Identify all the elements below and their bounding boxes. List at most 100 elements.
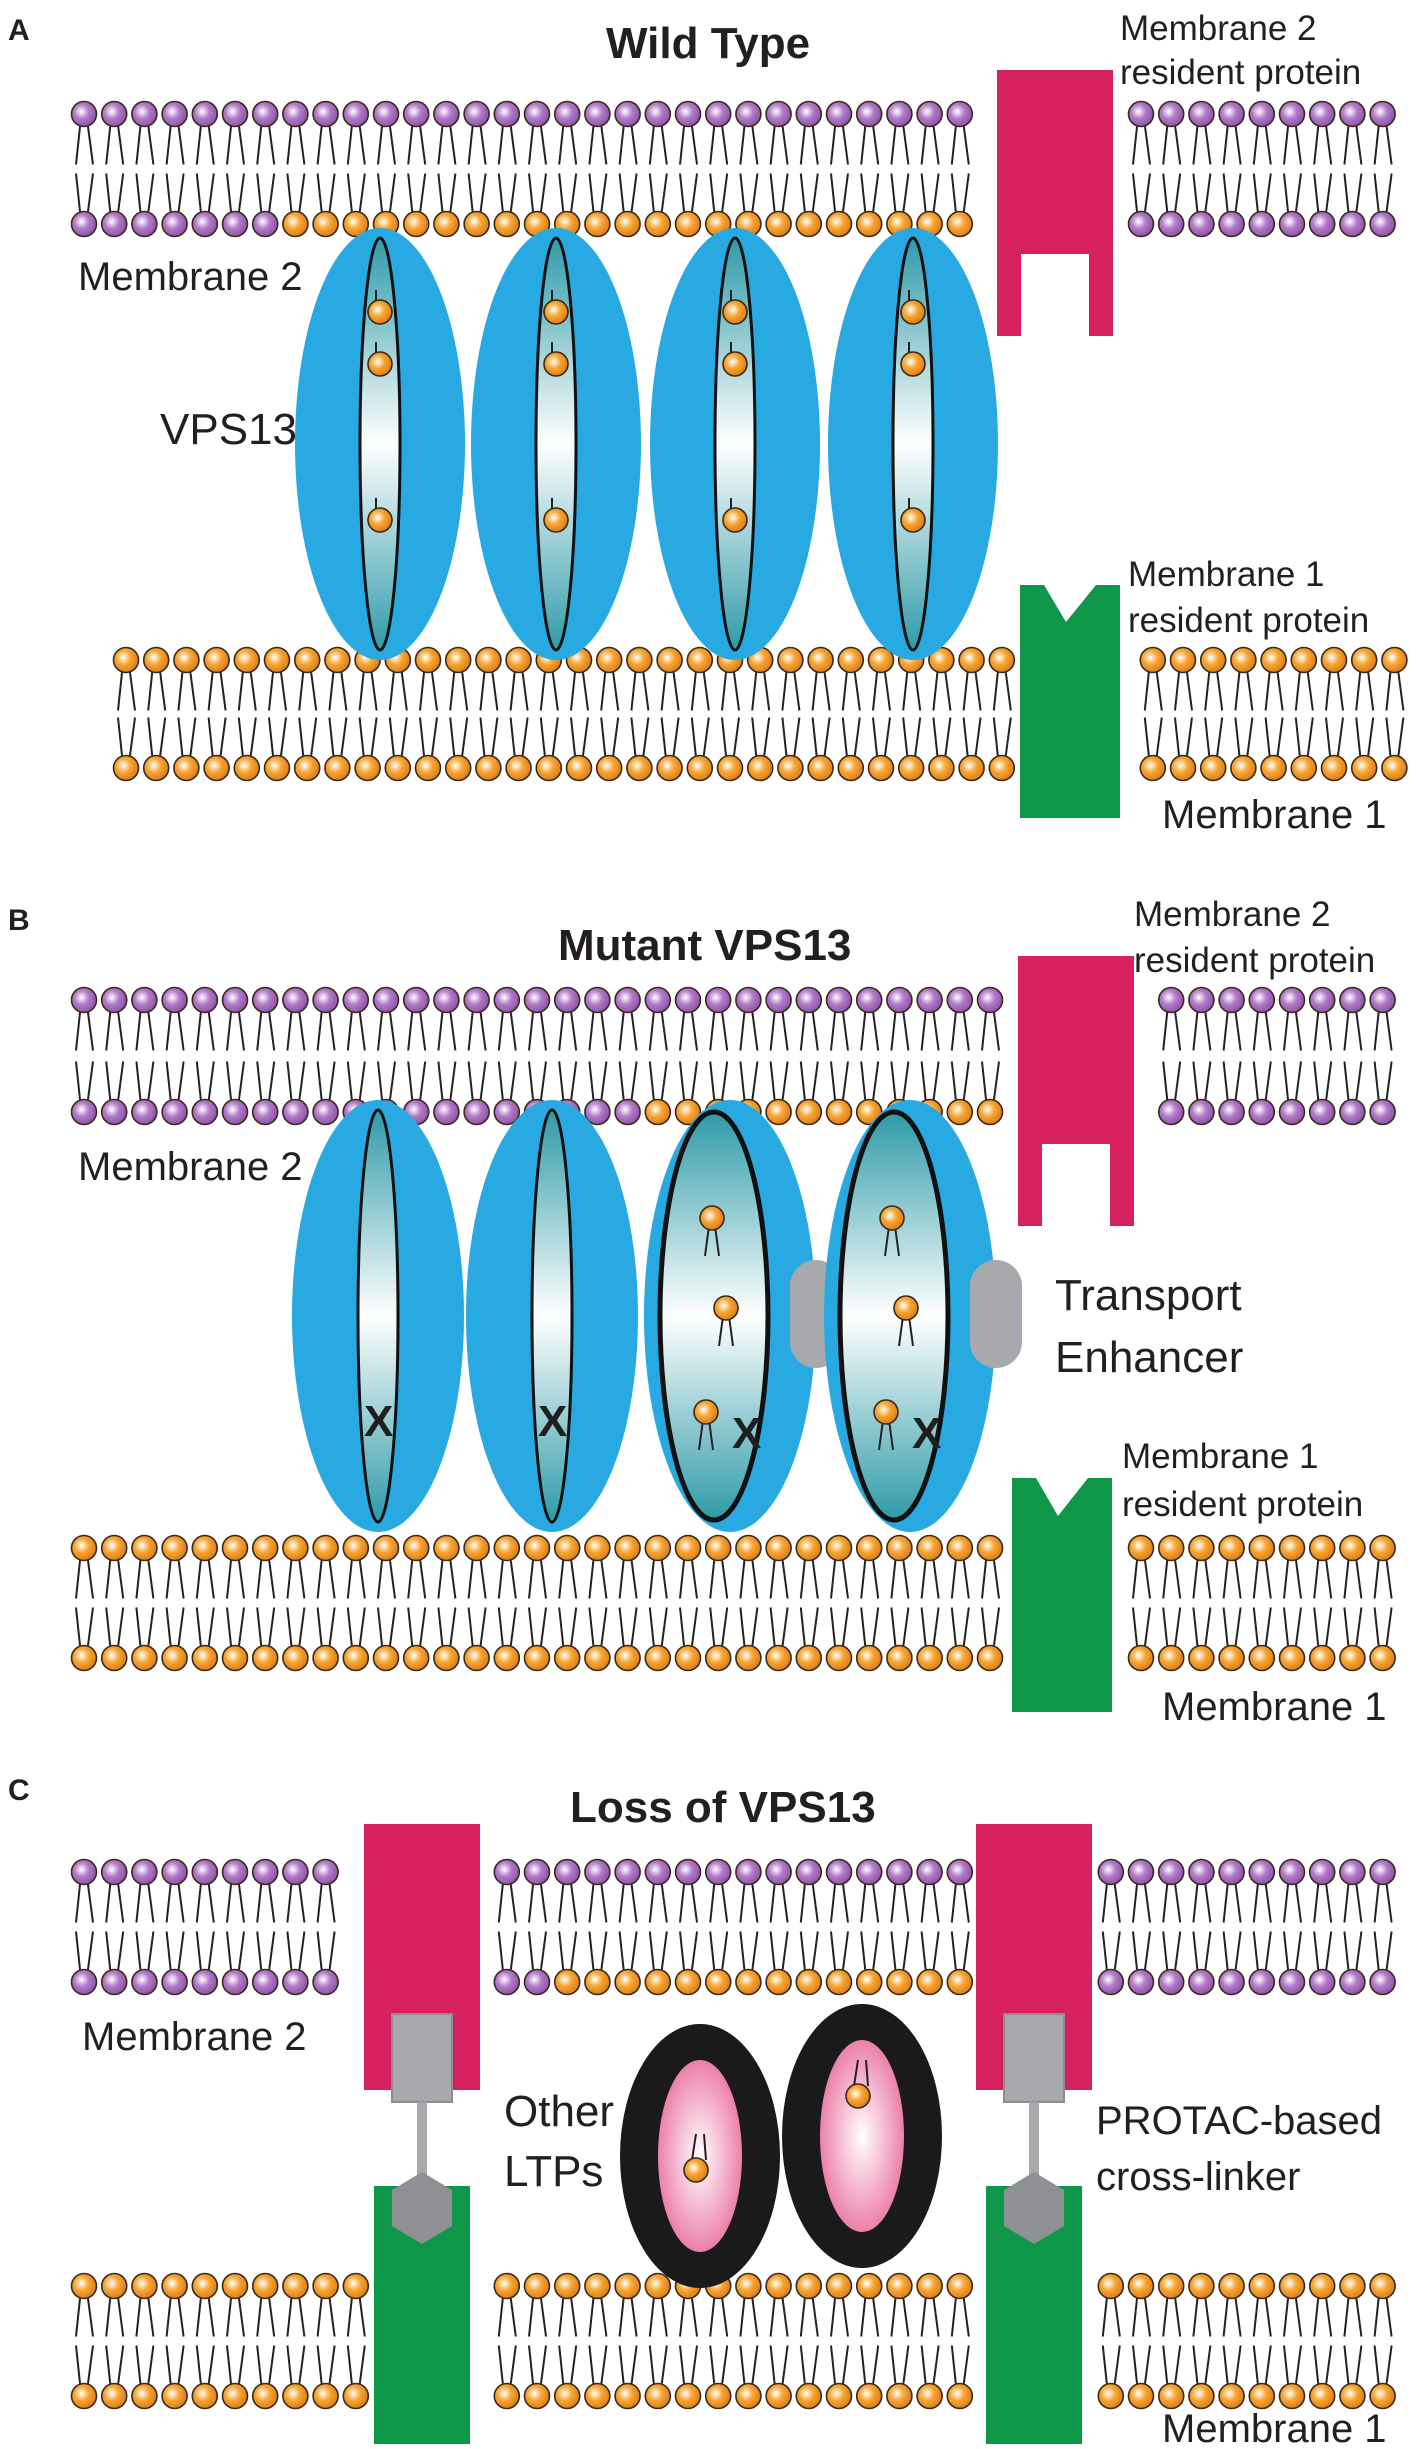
lipid-tail xyxy=(679,1061,685,1100)
lipid-tail xyxy=(769,1012,776,1051)
lipid-tail xyxy=(890,1560,897,1599)
lipid-tail xyxy=(358,672,365,711)
protac-crosslinker-right xyxy=(976,1824,1092,2444)
lipid-tail xyxy=(1101,1931,1108,1970)
orange-lipid-head xyxy=(626,646,653,674)
lipid-tail xyxy=(1325,1061,1333,1100)
orange-lipid-head xyxy=(958,754,985,782)
orange-lipid-head xyxy=(342,2272,370,2300)
crosslinker-ligand-bottom xyxy=(1004,2172,1064,2244)
lipid-tail xyxy=(177,672,184,711)
lipid-tail xyxy=(105,173,112,212)
lipid-tail xyxy=(226,2345,232,2384)
lipid-tail xyxy=(1355,1931,1363,1970)
lipid-tail xyxy=(497,1931,504,1970)
lipid-tail xyxy=(704,1225,710,1257)
lipid-tail xyxy=(751,1012,759,1051)
orange-lipid-head xyxy=(867,754,895,782)
purple-lipid-head xyxy=(131,210,158,238)
orange-lipid-head xyxy=(988,646,1016,674)
lipid-tail xyxy=(962,717,969,756)
lipid-tail xyxy=(799,2345,806,2384)
lipid-tail xyxy=(630,1931,638,1970)
lipid-tail xyxy=(799,1884,806,1923)
purple-lipid-head xyxy=(704,1858,732,1886)
lipid-tail xyxy=(570,1931,578,1970)
purple-lipid-head xyxy=(825,100,853,128)
lipid-tail xyxy=(1343,1884,1350,1923)
orange-lipid-head xyxy=(916,1534,943,1562)
lipid-tail xyxy=(256,1931,263,1970)
lipid-tail xyxy=(105,1560,112,1599)
lipid-tail xyxy=(256,1884,263,1923)
lipid-tail xyxy=(962,1607,970,1646)
lipid-tail xyxy=(920,173,927,212)
lipid-tail xyxy=(872,173,880,212)
lipid-tail xyxy=(316,1061,323,1100)
lipid-tail xyxy=(993,1607,1000,1646)
lipid-tail xyxy=(1325,1884,1333,1923)
lipid-tail xyxy=(570,126,578,165)
orange-lipid-head xyxy=(855,1644,883,1672)
orange-lipid-head xyxy=(1218,2382,1245,2410)
lipid-tail xyxy=(588,2345,595,2384)
lipid-tail xyxy=(189,672,197,711)
lipid-tail xyxy=(981,1607,987,1646)
lipid-tail xyxy=(660,126,668,165)
lipid-tail xyxy=(1204,2345,1212,2384)
purple-lipid-head xyxy=(342,986,370,1014)
lipid-tail xyxy=(479,717,486,756)
lipid-tail xyxy=(147,173,155,212)
lipid-tail xyxy=(781,126,789,165)
lipid-tail xyxy=(105,126,112,165)
purple-lipid-head xyxy=(221,210,249,238)
purple-lipid-head xyxy=(614,1858,641,1886)
orange-lipid-head xyxy=(825,1644,853,1672)
lipid-tail xyxy=(1174,1012,1182,1051)
lipid-tail xyxy=(249,672,257,711)
lipid-tail xyxy=(117,1061,125,1100)
lipid-tail xyxy=(377,1061,383,1100)
lipid-tail xyxy=(1264,2345,1272,2384)
orange-lipid-head xyxy=(1248,1534,1276,1562)
orange-lipid-head xyxy=(958,646,985,674)
lipid-tail xyxy=(660,1607,668,1646)
transported-lipid xyxy=(873,1399,899,1425)
lipid-tail xyxy=(600,1012,608,1051)
purple-lipid-head xyxy=(1369,210,1396,238)
lipid-tail xyxy=(811,1884,819,1923)
purple-lipid-head xyxy=(191,1968,219,1996)
lipid-tail xyxy=(358,173,366,212)
lipid-tail xyxy=(992,672,999,711)
orange-lipid-head xyxy=(493,2272,521,2300)
lipid-tail xyxy=(1174,1931,1182,1970)
lipid-tail xyxy=(1204,672,1211,711)
lipid-tail xyxy=(1174,1607,1182,1646)
orange-lipid-head xyxy=(1218,1644,1245,1672)
lipid-tail xyxy=(328,1061,336,1100)
lipid-tail xyxy=(539,672,546,711)
orange-lipid-head xyxy=(493,210,521,238)
orange-lipid-head xyxy=(1278,1534,1306,1562)
purple-lipid-head xyxy=(1308,100,1336,128)
lipid-tail xyxy=(479,1560,487,1599)
purple-lipid-head xyxy=(70,100,98,128)
lipid-tail xyxy=(286,2298,293,2337)
lipid-tail xyxy=(1313,1560,1320,1599)
lipid-tail xyxy=(1144,1607,1151,1646)
purple-lipid-head xyxy=(614,1098,641,1126)
lipid-tail xyxy=(528,1061,534,1100)
purple-lipid-head xyxy=(644,986,672,1014)
lipid-tail xyxy=(1162,2298,1169,2337)
transported-lipid xyxy=(367,351,393,377)
lipid-tail xyxy=(165,2298,172,2337)
purple-lipid-head xyxy=(1278,1968,1306,1996)
lipid-tail xyxy=(751,1560,759,1599)
lipid-tail xyxy=(75,173,81,212)
lipid-tail xyxy=(884,1225,890,1257)
lipid-tail xyxy=(328,2298,336,2337)
lipid-tail xyxy=(1373,1061,1380,1100)
membrane-1-resident-protein xyxy=(986,2186,1082,2444)
lipid-tail xyxy=(1132,2345,1138,2384)
